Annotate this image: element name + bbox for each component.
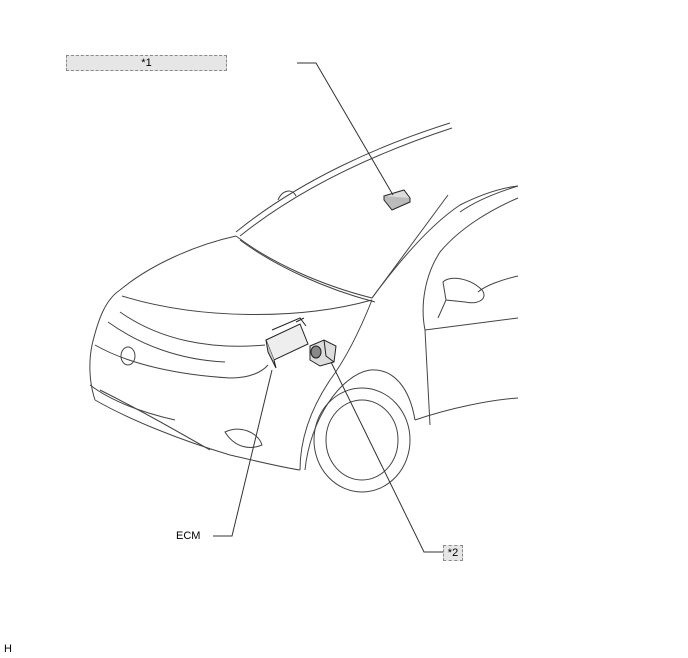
- callout-label-2: *2: [443, 545, 463, 561]
- hood: [119, 235, 237, 291]
- actuator-module: [309, 339, 337, 367]
- page-code: H: [4, 643, 12, 655]
- ecm-label: ECM: [176, 530, 201, 542]
- windshield-sensor: [383, 189, 411, 211]
- side-mirror: [442, 277, 485, 304]
- leader-line-1: [297, 62, 394, 196]
- leader-line-2: [330, 361, 443, 553]
- headlight: [120, 346, 136, 366]
- front-bumper: [89, 289, 121, 401]
- ecm-module: [265, 317, 309, 369]
- roof-line: [235, 122, 451, 233]
- wheel-arch: [304, 369, 416, 471]
- windshield-base: [235, 185, 519, 299]
- callout-label-1: *1: [66, 55, 227, 71]
- leader-line-ecm: [213, 369, 273, 537]
- front-wheel: [313, 387, 411, 493]
